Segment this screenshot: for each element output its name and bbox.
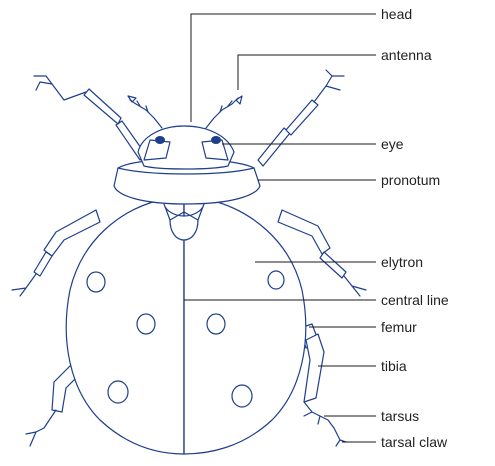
label-tibia: tibia — [381, 358, 407, 374]
label-tarsus: tarsus — [381, 408, 419, 424]
label-eye: eye — [381, 136, 404, 152]
label-central-line: central line — [381, 292, 449, 308]
label-head: head — [381, 6, 412, 22]
hind-right-leg-tarsus — [304, 402, 334, 428]
label-elytron: elytron — [381, 254, 423, 270]
front-right-leg — [258, 128, 290, 166]
right-antenna — [206, 98, 238, 128]
label-antenna: antenna — [381, 47, 432, 63]
middle-right-leg — [278, 210, 330, 254]
hind-right-leg-tibia — [304, 334, 324, 402]
elytron-left — [66, 196, 184, 454]
tarsal-claw-shape — [334, 428, 346, 446]
labels: head antenna eye pronotum elytron centra… — [381, 6, 449, 450]
leader-head — [191, 14, 376, 122]
eye-right — [211, 136, 221, 144]
label-femur: femur — [381, 319, 417, 335]
left-antenna — [130, 100, 162, 128]
label-tarsal-claw: tarsal claw — [381, 434, 448, 450]
antennae — [128, 96, 242, 128]
elytron-right — [184, 196, 306, 454]
leader-antenna — [238, 55, 376, 90]
eye-left — [155, 136, 165, 144]
label-pronotum: pronotum — [381, 172, 440, 188]
